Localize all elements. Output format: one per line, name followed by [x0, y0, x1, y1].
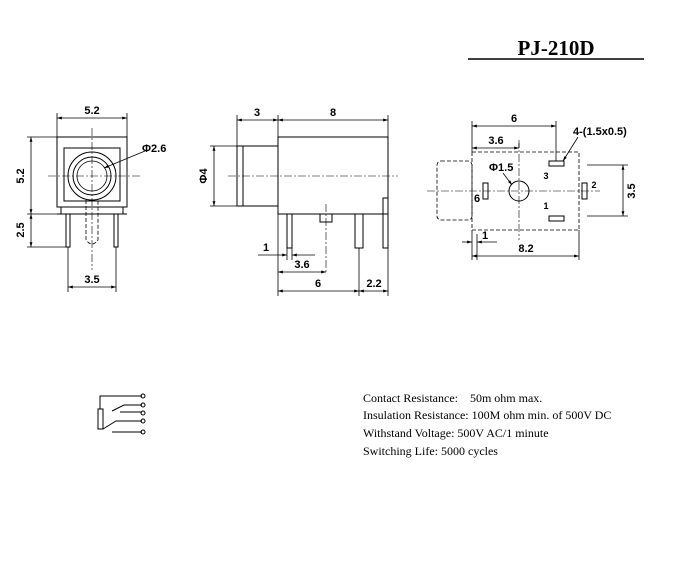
side-view: 3 8 Φ4 1 3.6 6 2.2	[198, 107, 398, 296]
dim-front-width: 5.2	[84, 105, 99, 117]
pin-label-3: 3	[543, 171, 548, 181]
dim-side-diameter: Φ4	[198, 168, 210, 184]
dim-side-body: 8	[330, 107, 336, 119]
dim-top-width: 6	[511, 113, 517, 125]
circuit-schematic	[97, 393, 146, 435]
dim-top-pads: 4-(1.5x0.5)	[573, 126, 627, 138]
dim-pin-length: 2.5	[15, 222, 27, 237]
part-title: PJ-210D	[518, 36, 595, 60]
pin-label-1: 1	[543, 201, 548, 211]
dim-top-hole: Φ1.5	[489, 162, 513, 174]
spec-insulation-resistance: Insulation Resistance: 100M ohm min. of …	[363, 408, 611, 422]
dim-side-pin-b: 6	[315, 278, 321, 290]
dim-top-height: 3.5	[626, 183, 638, 198]
specifications: Contact Resistance: 50m ohm max. Insulat…	[363, 391, 611, 458]
dim-hole-diameter: Φ2.6	[142, 143, 166, 155]
dim-pin-spacing: 3.5	[84, 274, 99, 286]
dim-top-inner: 3.6	[488, 135, 503, 147]
dim-side-nose: 3	[254, 107, 260, 119]
dim-top-offset: 1	[482, 230, 488, 242]
spec-switching-life: Switching Life: 5000 cycles	[363, 444, 498, 458]
dim-top-total: 8.2	[518, 243, 533, 255]
dim-side-pin-a: 3.6	[294, 259, 309, 271]
front-view: 5.2 5.2 2.5 Φ2.6 3.5	[15, 105, 166, 292]
dim-side-pin-c: 2.2	[366, 278, 381, 290]
spec-contact-resistance: Contact Resistance: 50m ohm max.	[363, 391, 542, 405]
spec-withstand-voltage: Withstand Voltage: 500V AC/1 minute	[363, 426, 549, 440]
top-view: 3 2 1 6 3.6 4-(1.5x0.5) Φ1.5 3.5 6 1	[427, 113, 638, 260]
dim-top-pin-left: 6	[474, 193, 480, 205]
pin-label-2: 2	[591, 180, 596, 190]
dim-side-pin-offset: 1	[263, 242, 269, 254]
dim-front-height: 5.2	[15, 168, 27, 183]
